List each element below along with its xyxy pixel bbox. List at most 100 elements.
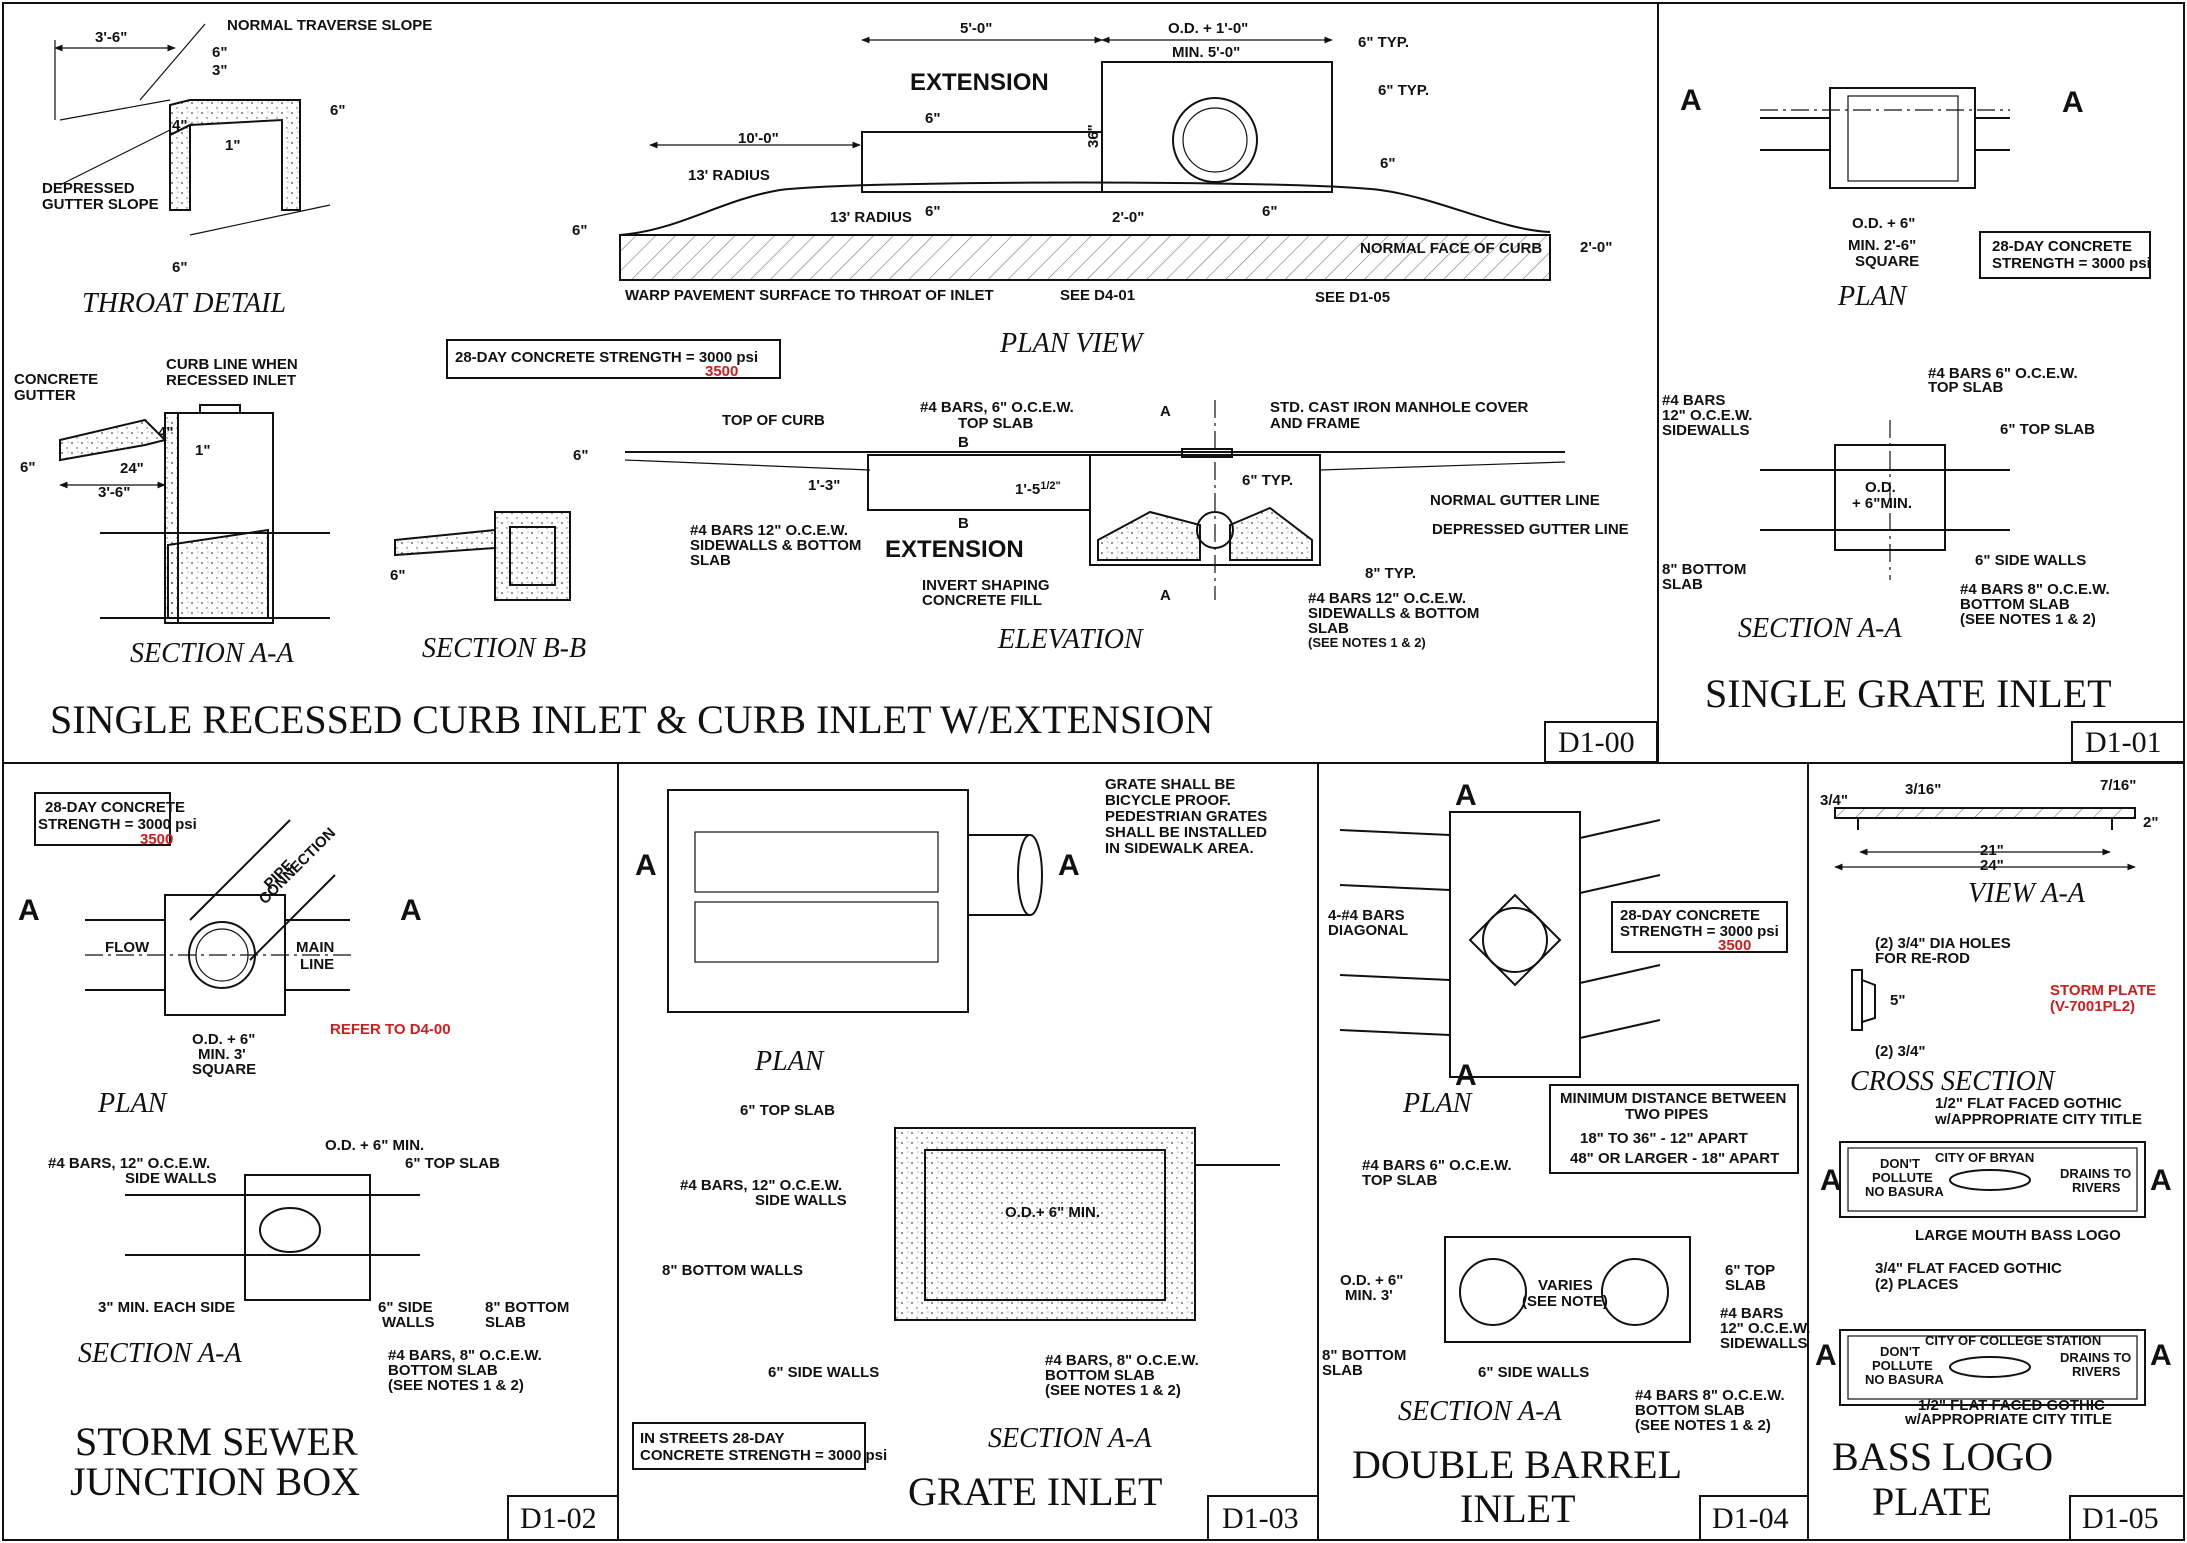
- section-subtitle-d104: SECTION A-A: [1398, 1396, 1562, 1427]
- elev-a-top: A: [1160, 403, 1171, 420]
- see-d401-label: SEE D4-01: [1060, 287, 1135, 304]
- plan-radius-13b: 13' RADIUS: [830, 209, 912, 226]
- section-bb-subtitle: SECTION B-B: [422, 633, 586, 664]
- strength-value: 3000: [699, 349, 732, 366]
- plan-dim-6d: 6": [572, 222, 587, 239]
- plate1-dont-2: POLLUTE: [1872, 1170, 1933, 1185]
- elev-bars12-1: #4 BARS 12" O.C.E.W.: [690, 522, 848, 539]
- sec-bars12-2: 12" O.C.E.W.: [1662, 407, 1752, 424]
- plan-od-1: O.D. + 1'-0": [1168, 20, 1248, 37]
- elev-bars12r-4: (SEE NOTES 1 & 2): [1308, 635, 1426, 650]
- sheet-number-d105: D1-05: [2082, 1502, 2159, 1535]
- sec-d104-bars12-3: SIDEWALLS: [1720, 1335, 1808, 1352]
- sec-d104-bars6-2: TOP SLAB: [1362, 1172, 1437, 1189]
- plan-extension-label: EXTENSION: [910, 69, 1049, 96]
- sec-d104-bars12-2: 12" O.C.E.W.: [1720, 1320, 1810, 1337]
- invert-label-1: INVERT SHAPING: [922, 577, 1050, 594]
- section-subtitle-d103: SECTION A-A: [988, 1423, 1152, 1454]
- plate-bryan: 1/2" FLAT FACED GOTHIC w/APPROPRIATE CIT…: [1820, 1095, 2172, 1218]
- sec-side6: 6" SIDE WALLS: [1975, 552, 2086, 569]
- plan-d104: A A 4-#4 BARS DIAGONAL PLAN: [1328, 779, 1661, 1119]
- plate2-gothic-1: 1/2" FLAT FACED GOTHIC: [1918, 1397, 2105, 1414]
- main-line-1: MAIN: [296, 939, 334, 956]
- sec-bars6-2: TOP SLAB: [1928, 379, 2003, 396]
- sec-d102-min3: 3" MIN. EACH SIDE: [98, 1299, 235, 1316]
- view-d2: 2": [2143, 814, 2158, 831]
- plan-od-2: MIN. 5'-0": [1172, 44, 1240, 61]
- strength-d102-1: 28-DAY CONCRETE: [45, 799, 185, 816]
- plan-d104-a2: A: [1455, 1059, 1477, 1092]
- plan-d101: A A O.D. + 6" MIN. 2'-6" SQUARE PLAN: [1680, 84, 2084, 312]
- elev-dim-6: 6": [573, 447, 588, 464]
- plate1-drains-1: DRAINS TO: [2060, 1166, 2131, 1181]
- plan-dim-6c: 6": [925, 203, 940, 220]
- plan-d103-a2: A: [1058, 849, 1080, 882]
- view-d34: 3/4": [1820, 792, 1848, 809]
- plan-d102-min2: SQUARE: [192, 1061, 256, 1078]
- logo-label: LARGE MOUTH BASS LOGO: [1915, 1227, 2121, 1244]
- sheet-d1-03: A A PLAN GRATE SHALL BE BICYCLE PROOF. P…: [632, 776, 1319, 1541]
- note-d103-2: BICYCLE PROOF.: [1105, 792, 1231, 809]
- sheet-title-d102-2: JUNCTION BOX: [70, 1459, 360, 1504]
- sec-d104-bot8-1: 8" BOTTOM: [1322, 1347, 1406, 1364]
- section-aa-subtitle: SECTION A-A: [130, 638, 294, 669]
- sec-od-1: O.D.: [1865, 479, 1896, 496]
- elev-b-bot: B: [958, 515, 969, 532]
- storm-plate-1: STORM PLATE: [2050, 982, 2156, 999]
- elev-dim-13: 1'-3": [808, 477, 840, 494]
- section-subtitle-d102: SECTION A-A: [78, 1338, 242, 1369]
- sec-d102-bars8-3: (SEE NOTES 1 & 2): [388, 1377, 524, 1394]
- sec-d102-od: O.D. + 6" MIN.: [325, 1137, 424, 1154]
- strength-red: 3500: [705, 363, 738, 380]
- sheet-title-d104-1: DOUBLE BARREL: [1352, 1442, 1682, 1487]
- throat-dim-6a: 6": [212, 44, 227, 61]
- sec-bot8-2: SLAB: [1662, 576, 1703, 593]
- plan-subtitle-d104: PLAN: [1402, 1088, 1473, 1119]
- throat-dim-3: 3": [212, 62, 227, 79]
- sec-bars8-2: BOTTOM SLAB: [1960, 596, 2070, 613]
- sheet-d1-00: 3'-6" 6" 3" 6" 4" 1" 6" NORMAL TRAVERSE …: [14, 17, 1658, 763]
- plan-a1: A: [1680, 84, 1702, 117]
- plan-d103: A A PLAN: [635, 789, 1080, 1077]
- throat-detail-subtitle: THROAT DETAIL: [82, 288, 286, 319]
- sec-d104-top6-2: SLAB: [1725, 1277, 1766, 1294]
- plan-typ-2: 6" TYP.: [1378, 82, 1429, 99]
- sec-top6: 6" TOP SLAB: [2000, 421, 2095, 438]
- plan-d102-a1: A: [18, 894, 40, 927]
- elev-bars12-2: SIDEWALLS & BOTTOM: [690, 537, 861, 554]
- strength-d104-red: 3500: [1718, 937, 1751, 954]
- sheet-number-d102: D1-02: [520, 1502, 597, 1535]
- plate1-city: CITY OF BRYAN: [1935, 1150, 2034, 1165]
- sec-d102-bars8-2: BOTTOM SLAB: [388, 1362, 498, 1379]
- sheet-number-d104: D1-04: [1712, 1502, 1789, 1535]
- sec-bars12-1: #4 BARS: [1662, 392, 1725, 409]
- elev-bars12-3: SLAB: [690, 552, 731, 569]
- view-aa-d105: 3/4" 3/16" 7/16" 2" 21" 24" VIEW A-A: [1820, 777, 2158, 909]
- elev-extension-label: EXTENSION: [885, 536, 1024, 563]
- sec-d103-bars8-2: BOTTOM SLAB: [1045, 1367, 1155, 1384]
- elevation-subtitle: ELEVATION: [997, 624, 1144, 655]
- sec-d102-bars8-1: #4 BARS, 8" O.C.E.W.: [388, 1347, 542, 1364]
- gothic34-1: 3/4" FLAT FACED GOTHIC: [1875, 1260, 2062, 1277]
- view-aa-subtitle: VIEW A-A: [1968, 878, 2086, 909]
- sec-d104-bars6-1: #4 BARS 6" O.C.E.W.: [1362, 1157, 1512, 1174]
- plan-d104-diag-1: 4-#4 BARS: [1328, 907, 1405, 924]
- sheet-number-d103: D1-03: [1222, 1502, 1299, 1535]
- sec-d104-varies-1: VARIES: [1538, 1277, 1593, 1294]
- sheet-title-d104-2: INLET: [1460, 1486, 1576, 1531]
- sec-d103-side6: 6" SIDE WALLS: [768, 1364, 879, 1381]
- sec-d104-varies-2: (SEE NOTE): [1522, 1293, 1608, 1310]
- refer-d400: REFER TO D4-00: [330, 1021, 451, 1038]
- cross-section-subtitle: CROSS SECTION: [1850, 1066, 2056, 1097]
- sheet-d1-05: 3/4" 3/16" 7/16" 2" 21" 24" VIEW A-A (2)…: [1815, 777, 2185, 1541]
- sheet-title-d105-1: BASS LOGO: [1832, 1434, 2053, 1479]
- note-d103-4: SHALL BE INSTALLED: [1105, 824, 1267, 841]
- plan-d102-a2: A: [400, 894, 422, 927]
- strength-d104-2: STRENGTH = 3000 psi: [1620, 923, 1779, 940]
- plate1-gothic-2: w/APPROPRIATE CITY TITLE: [1934, 1111, 2142, 1128]
- plan-d102: A A PIPE CONNECTION FLOW MAIN LINE O.D. …: [18, 819, 451, 1119]
- section-bb-dim: 6": [390, 567, 405, 584]
- plan-subtitle-d102: PLAN: [97, 1088, 168, 1119]
- throat-dim-36: 3'-6": [95, 29, 127, 46]
